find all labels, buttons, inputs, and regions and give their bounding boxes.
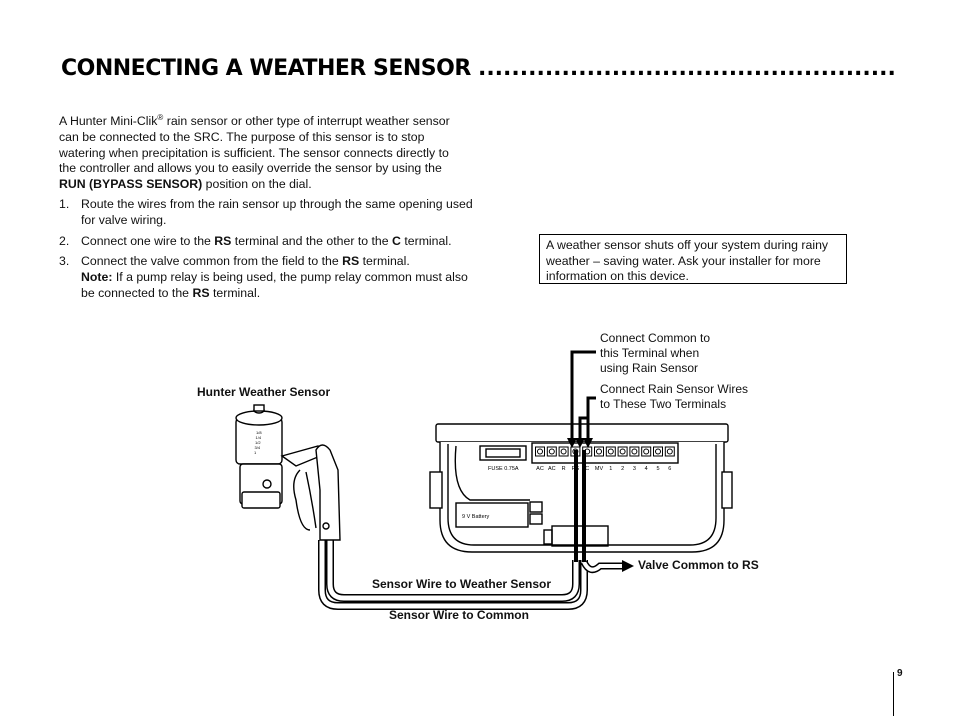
intro-text-3: position on the dial. [202, 177, 312, 192]
terminal-screw-head [631, 448, 638, 455]
battery-label: 9 V Battery [462, 514, 489, 520]
label-connect-rs: Connect Rain Sensor Wires to These Two T… [600, 382, 748, 412]
step-text: terminal. [400, 233, 452, 248]
note-text-end: terminal. [209, 285, 261, 300]
terminal-label: AC [548, 466, 556, 472]
intro-text-2: rain sensor or other type of interrupt w… [59, 114, 450, 176]
terminal-label: 6 [668, 466, 671, 472]
info-callout-box: A weather sensor shuts off your system d… [539, 234, 847, 284]
terminal-label: AC [536, 466, 544, 472]
terminal-labels: AC AC R RS C MV 1 2 3 4 5 6 [536, 466, 671, 472]
terminal-screw-head [666, 448, 673, 455]
step-1: 1. Route the wires from the rain sensor … [59, 197, 479, 229]
sensor-wires [318, 540, 622, 610]
note-text: If a pump relay is being used, the pump … [81, 270, 468, 300]
terminal-label: 5 [656, 466, 659, 472]
intro-text-1: A Hunter Mini-Clik [59, 114, 158, 129]
terminal-screw-head [560, 448, 567, 455]
terminal-label: MV [595, 466, 604, 472]
registered-mark: ® [157, 113, 164, 122]
label-line: this Terminal when [600, 346, 700, 360]
terminal-screw-head [655, 448, 661, 455]
step-bold-rs: RS [342, 254, 360, 269]
sensor-dial-mark: 1 [254, 450, 257, 455]
terminal-label: 1 [609, 466, 612, 472]
label-line: Connect Rain Sensor Wires [600, 382, 749, 396]
fuse-label: FUSE 0.75A [488, 466, 519, 472]
intro-paragraph: A Hunter Mini-Clik® rain sensor or other… [59, 110, 469, 193]
note-bold-rs: RS [192, 285, 210, 300]
terminal-label: C [585, 466, 589, 472]
step-number: 3. [59, 254, 70, 269]
label-line: Connect Common to [600, 331, 711, 345]
terminal-screw-head [548, 448, 555, 455]
step-text: Route the wires from the rain sensor up … [81, 197, 473, 227]
page-number: 9 [897, 668, 903, 679]
intro-bold-bypass: RUN (BYPASS SENSOR) [59, 177, 203, 192]
terminal-label: R [562, 466, 566, 472]
label-wire-weather-sensor: Sensor Wire to Weather Sensor [372, 577, 552, 591]
sensor-dial-marks: 1/81/41/23/41 [254, 430, 262, 455]
terminal-wires [574, 450, 586, 562]
steps-list: 1. Route the wires from the rain sensor … [59, 197, 479, 307]
sensor-dial-mark: 1/8 [256, 430, 262, 435]
sensor-dial-mark: 3/4 [255, 445, 261, 450]
note-label: Note: [81, 270, 113, 285]
terminal-label: 2 [621, 466, 624, 472]
title-text: CONNECTING A WEATHER SENSOR [61, 56, 471, 81]
leader-lines [570, 350, 596, 440]
step-2: 2. Connect one wire to the RS terminal a… [59, 234, 479, 250]
terminal-screw-head [643, 448, 650, 455]
label-line: using Rain Sensor [600, 361, 699, 375]
terminal-label: 4 [645, 466, 648, 472]
label-connect-common: Connect Common to this Terminal when usi… [600, 331, 710, 376]
label-valve-common: Valve Common to RS [638, 558, 759, 572]
step-text: terminal. [359, 254, 410, 269]
page-title: CONNECTING A WEATHER SENSOR ............… [61, 56, 896, 86]
step-text: Connect the valve common from the field … [81, 254, 343, 269]
step-bold-c: C [392, 233, 401, 248]
label-wire-common: Sensor Wire to Common [389, 608, 529, 622]
step-text: terminal and the other to the [231, 233, 393, 248]
terminal-screw-head [596, 448, 602, 455]
terminal-label: 3 [633, 466, 636, 472]
terminal-screw-head [537, 448, 543, 455]
sensor-dial-mark: 1/2 [255, 440, 261, 445]
terminal-screw-head [607, 448, 614, 455]
title-leader-dots: ........................................… [477, 56, 896, 81]
step-text: Connect one wire to the [81, 233, 215, 248]
terminal-screws [535, 446, 675, 457]
step-3: 3. Connect the valve common from the fie… [59, 254, 479, 301]
weather-sensor [235, 404, 341, 541]
valve-common-arrow [622, 560, 634, 572]
step-bold-rs: RS [214, 233, 232, 248]
step-number: 1. [59, 197, 70, 211]
terminal-screw-head [619, 448, 626, 455]
terminal-label: RS [572, 466, 580, 472]
sensor-dial-mark: 1/4 [256, 435, 262, 440]
label-hunter-weather-sensor: Hunter Weather Sensor [197, 385, 331, 399]
step-number: 2. [59, 233, 70, 248]
leader-arrowheads [567, 438, 593, 448]
label-line: to These Two Terminals [600, 397, 727, 411]
page-number-rule [893, 672, 894, 716]
